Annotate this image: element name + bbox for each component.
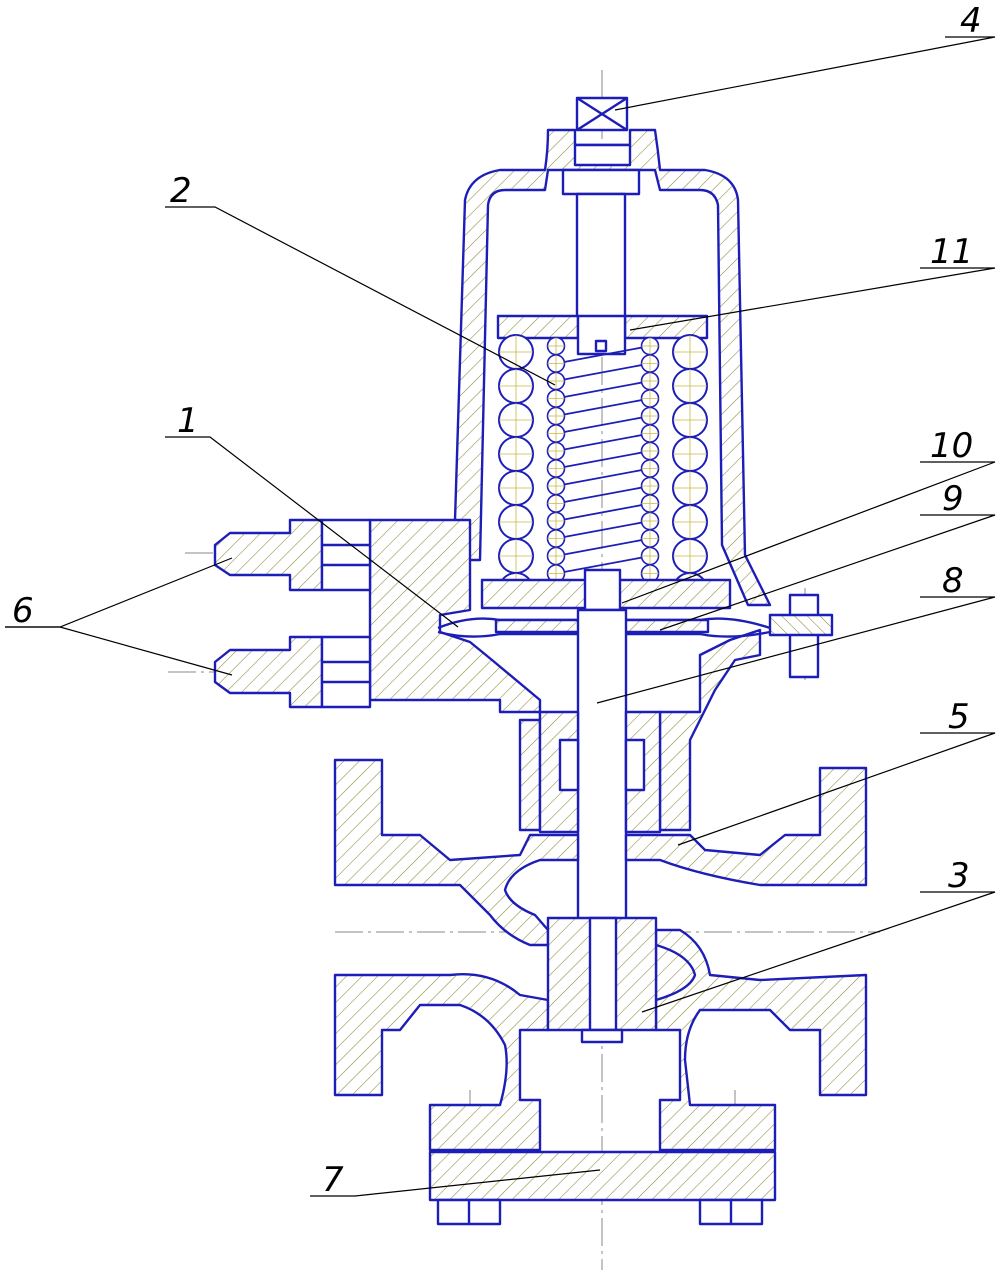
inner-spring-wire: [555, 380, 651, 400]
leader-lines: [5, 36, 996, 1197]
callout-labels: 4 2 11 1 10 9 8 6 5 3 7: [12, 1, 982, 1200]
inner-spring-wire: [555, 432, 651, 452]
valve-stem: [576, 568, 628, 922]
inner-spring-wire: [555, 345, 651, 365]
callout-1: 1: [177, 401, 199, 441]
callout-8: 8: [942, 561, 964, 601]
inner-spring-wire: [555, 537, 651, 557]
callout-4: 4: [960, 1, 982, 41]
callout-11: 11: [930, 232, 973, 272]
callout-3: 3: [948, 856, 970, 896]
callout-6: 6: [12, 591, 34, 631]
callout-10: 10: [930, 426, 973, 466]
inner-spring-wire: [555, 467, 651, 487]
upper-body: [213, 518, 834, 832]
inner-spring-wire: [555, 362, 651, 382]
callout-9: 9: [942, 479, 964, 519]
inner-spring-wire: [555, 520, 651, 540]
upper-spring-plate: [496, 314, 709, 356]
bottom-cover: [428, 1150, 777, 1226]
stem-guide: [538, 710, 662, 834]
inner-spring-wire: [555, 415, 651, 435]
valve-body: [333, 758, 868, 1152]
callout-5: 5: [948, 697, 970, 737]
inner-spring-wire: [555, 450, 651, 470]
inner-spring-wire: [555, 397, 651, 417]
valve-plug: [546, 916, 658, 1044]
inner-spring-wire: [555, 555, 651, 575]
springs: [498, 334, 708, 608]
callout-7: 7: [322, 1160, 344, 1200]
adjusting-screw-head: [575, 96, 629, 132]
callout-2: 2: [170, 171, 192, 211]
inner-spring-wire: [555, 485, 651, 505]
spring-housing: [453, 128, 772, 607]
inner-spring-wire: [555, 502, 651, 522]
membrane-assembly: [437, 617, 771, 638]
